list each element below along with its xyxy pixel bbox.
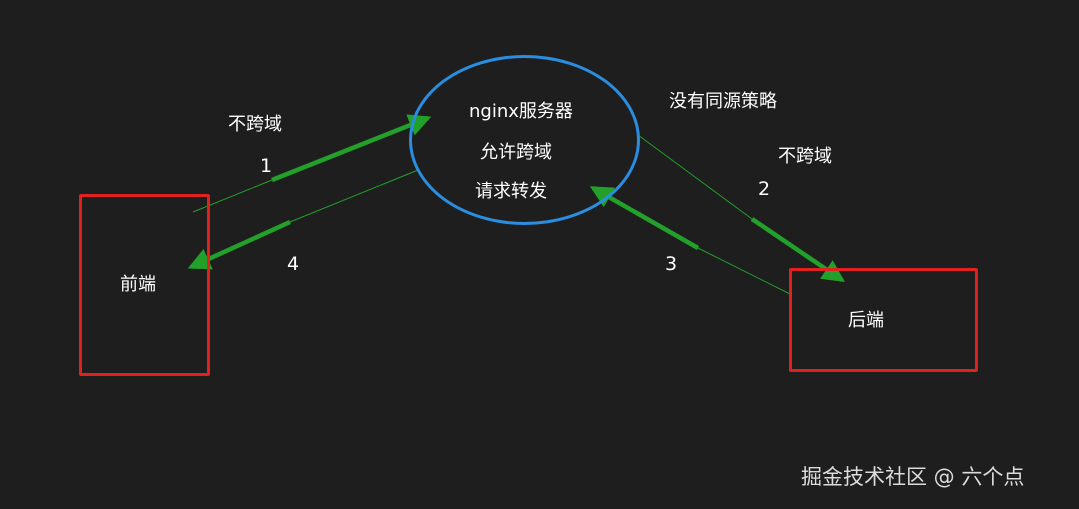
- annotation-no-cross-origin-left: 不跨域: [228, 114, 282, 135]
- step-number-3: 3: [665, 253, 678, 275]
- arrow-step-1-thin: [192, 179, 273, 213]
- frontend-label: 前端: [120, 274, 156, 295]
- arrow-step-1: [271, 114, 432, 183]
- nginx-server-title: nginx服务器: [469, 101, 573, 122]
- arrow-step-3: [589, 186, 700, 250]
- watermark-text: 掘金技术社区 @ 六个点: [801, 465, 1025, 489]
- arrow-step-4-thin: [289, 169, 419, 223]
- arrow-step-3-thin: [697, 247, 791, 295]
- nginx-allow-cross-origin: 允许跨域: [480, 142, 552, 163]
- arrow-step-2-thin: [637, 134, 753, 220]
- nginx-server-ellipse: [409, 55, 640, 225]
- frontend-box: [79, 194, 210, 376]
- backend-box: [789, 268, 978, 372]
- backend-label: 后端: [848, 310, 884, 331]
- annotation-no-cross-origin-right: 不跨域: [778, 146, 832, 167]
- annotation-no-same-origin-policy: 没有同源策略: [669, 91, 777, 112]
- step-number-1: 1: [260, 155, 273, 177]
- step-number-4: 4: [287, 253, 300, 275]
- nginx-request-forwarding: 请求转发: [475, 181, 547, 202]
- step-number-2: 2: [758, 178, 771, 200]
